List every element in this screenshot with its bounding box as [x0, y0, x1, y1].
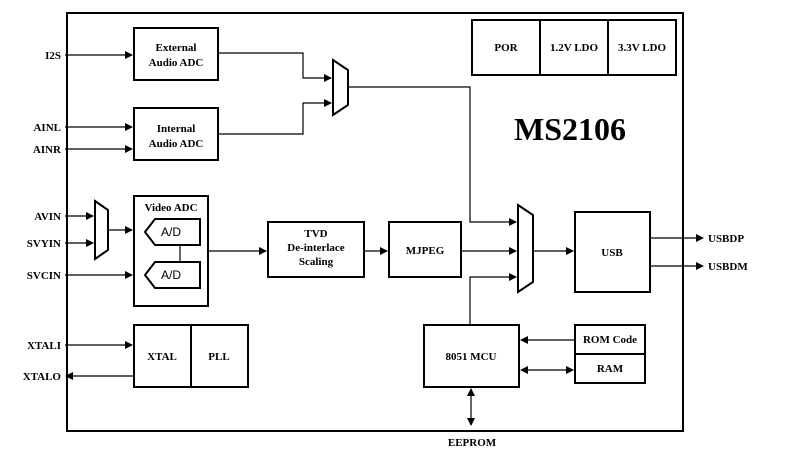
internal-audio-adc-block	[133, 107, 219, 161]
ad-converter-2	[143, 261, 201, 289]
int-adc-line2: Audio ADC	[149, 138, 204, 150]
pll-block	[190, 324, 249, 388]
tvd-line2: De-interlace	[287, 242, 345, 254]
pin-svyin: SVYIN	[27, 238, 61, 250]
ad-label-1: A/D	[161, 225, 181, 239]
external-audio-adc-block	[133, 27, 219, 81]
pin-i2s: I2S	[45, 50, 61, 62]
por-block	[471, 19, 541, 76]
ext-adc-line2: Audio ADC	[149, 57, 204, 69]
mjpeg-label: MJPEG	[406, 245, 445, 257]
ad-converter-1	[143, 218, 201, 246]
ad-label-2: A/D	[161, 268, 181, 282]
pin-usbdm: USBDM	[708, 261, 748, 273]
tvd-line1: TVD	[304, 228, 327, 240]
ldo-1v2-block	[539, 19, 609, 76]
tvd-block	[267, 221, 365, 278]
pin-ainl: AINL	[33, 122, 61, 134]
int-adc-line1: Internal	[157, 123, 196, 135]
ram-label: RAM	[597, 363, 624, 375]
ldo-3v3-label: 3.3V LDO	[618, 42, 667, 54]
usb-label: USB	[601, 247, 623, 259]
chip-name: MS2106	[514, 111, 626, 147]
pin-svcin: SVCIN	[27, 270, 61, 282]
pin-xtali: XTALI	[27, 340, 61, 352]
tvd-line3: Scaling	[299, 256, 334, 268]
video-adc-label: Video ADC	[144, 202, 197, 214]
pin-avin: AVIN	[34, 211, 61, 223]
por-label: POR	[494, 42, 518, 54]
pin-xtalo: XTALO	[23, 371, 62, 383]
mcu-label: 8051 MCU	[445, 351, 496, 363]
ram-block	[574, 353, 646, 384]
power-block-group: POR 1.2V LDO 3.3V LDO	[471, 19, 677, 76]
pin-ainr: AINR	[33, 144, 62, 156]
pin-eeprom: EEPROM	[448, 437, 497, 449]
ext-adc-line1: External	[156, 42, 197, 54]
pll-label: PLL	[208, 351, 229, 363]
mjpeg-block	[388, 221, 462, 278]
usb-block	[574, 211, 651, 293]
ldo-3v3-block	[607, 19, 677, 76]
pin-usbdp: USBDP	[708, 233, 744, 245]
rom-code-label: ROM Code	[583, 334, 637, 346]
usb-mux	[517, 203, 534, 294]
audio-mux	[332, 58, 349, 117]
xtal-label: XTAL	[147, 351, 177, 363]
rom-code-block	[574, 324, 646, 355]
mcu-block	[423, 324, 520, 388]
video-input-mux	[94, 199, 109, 261]
ldo-1v2-label: 1.2V LDO	[550, 42, 599, 54]
